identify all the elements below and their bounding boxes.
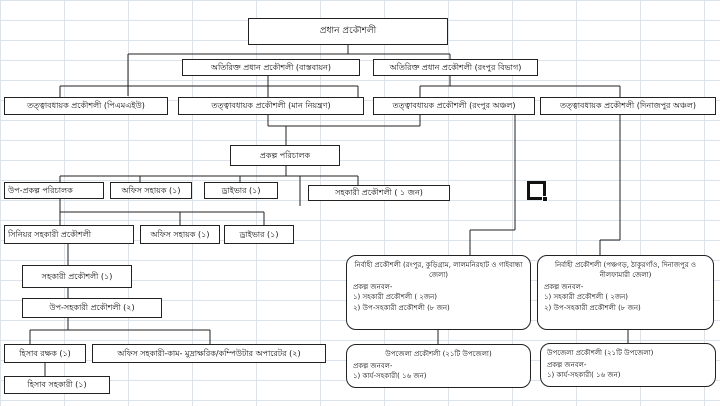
assistant-engineer-1-box: সহকারী প্রকৌশলী ( ১ জন) — [308, 185, 450, 201]
project-director-box: প্রকল্প পরিচালক — [230, 145, 340, 166]
driver-2-label: ড্রাইভার (১) — [239, 229, 279, 239]
exec-engineer-dinajpur-title: নির্বাহী প্রকৌশলী (পঞ্চগড়, ঠাকুরগাঁও, দ… — [554, 261, 697, 280]
se-dinajpur-box: তত্ত্বাবধায়ক প্রকৌশলী (দিনাজপুর অঞ্চল) — [540, 97, 716, 115]
assistant-engineer-2-label: সহকারী প্রকৌশলী (১) — [41, 271, 113, 281]
accountant-box: হিসাব রক্ষক (১) — [4, 344, 86, 363]
office-staff-label: অফিস সহকারী-কাম- মুদ্রাক্ষরিক/কম্পিউটার … — [117, 348, 301, 358]
fill-handle[interactable] — [542, 196, 548, 202]
exec-engineer-rangpur-staff-heading: প্রকল্প জনবল- — [353, 283, 393, 292]
exec-engineer-dinajpur-box: নির্বাহী প্রকৌশলী (পঞ্চগড়, ঠাকুরগাঁও, দ… — [537, 255, 714, 330]
chief-engineer-box: প্রধান প্রকৌশলী — [248, 18, 448, 45]
exec-engineer-rangpur-item-1: ১) সহকারী প্রকৌশলী ( ২জন) — [353, 293, 438, 302]
office-assistant-1-label: অফিস সহায়ক (১) — [121, 185, 181, 195]
upazila-engineer-rangpur-title: উপজেলা প্রকৌশলী (২১টি উপজেলা) — [385, 350, 492, 358]
exec-engineer-dinajpur-item-2: ২) উপ-সহকারী প্রকৌশলী (৮ জন) — [544, 303, 641, 312]
se-rangpur-label: তত্ত্বাবধায়ক প্রকৌশলী (রংপুর অঞ্চল) — [392, 101, 516, 111]
deputy-project-director-box: উপ-প্রকল্প পরিচালক — [4, 182, 104, 199]
exec-engineer-rangpur-item-2: ২) উপ-সহকারী প্রকৌশলী (৮ জন) — [353, 303, 450, 312]
accountant-label: হিসাব রক্ষক (১) — [19, 348, 71, 358]
upazila-engineer-dinajpur-item-1: ১) কার্য-সহকারী( ১৬ জন) — [547, 371, 621, 380]
exec-engineer-rangpur-title: নির্বাহী প্রকৌশলী (রংপুর, কুড়িগ্রাম, লা… — [354, 261, 523, 280]
sub-assistant-engineer-box: উপ-সহকারী প্রকৌশলী (২) — [22, 298, 162, 318]
upazila-engineer-rangpur-box: উপজেলা প্রকৌশলী (২১টি উপজেলা) প্রকল্প জন… — [346, 344, 531, 388]
senior-assistant-engineer-box: সিনিয়র সহকারী প্রকৌশলী — [4, 225, 134, 244]
upazila-engineer-rangpur-staff-heading: প্রকল্প জনবল- — [353, 362, 393, 371]
se-rangpur-box: তত্ত্বাবধায়ক প্রকৌশলী (রংপুর অঞ্চল) — [373, 97, 535, 115]
addl-chief-implementation-label: অতিরিক্ত প্রধান প্রকৌশলী (বাস্তবায়ন) — [211, 62, 331, 72]
office-assistant-1-box: অফিস সহায়ক (১) — [110, 182, 192, 199]
driver-2-box: ড্রাইভার (১) — [224, 225, 294, 244]
driver-1-label: ড্রাইভার (১) — [221, 185, 261, 195]
exec-engineer-rangpur-box: নির্বাহী প্রকৌশলী (রংপুর, কুড়িগ্রাম, লা… — [346, 255, 531, 330]
chief-engineer-label: প্রধান প্রকৌশলী — [319, 26, 377, 37]
accounts-assistant-box: হিসাব সহকারী (১) — [4, 376, 110, 394]
office-assistant-2-label: অফিস সহায়ক (১) — [150, 229, 210, 239]
addl-chief-implementation-box: অতিরিক্ত প্রধান প্রকৌশলী (বাস্তবায়ন) — [182, 59, 360, 76]
se-dinajpur-label: তত্ত্বাবধায়ক প্রকৌশলী (দিনাজপুর অঞ্চল) — [560, 101, 696, 111]
exec-engineer-dinajpur-item-1: ১) সহকারী প্রকৌশলী ( ২জন) — [544, 293, 629, 302]
upazila-engineer-dinajpur-staff-heading: প্রকল্প জনবল- — [547, 361, 587, 370]
se-quality-label: তত্ত্বাবধায়ক প্রকৌশলী (মান নিয়ন্ত্রণ) — [211, 101, 331, 111]
office-assistant-2-box: অফিস সহায়ক (১) — [140, 225, 220, 244]
se-pmu-label: তত্ত্বাবধায়ক প্রকৌশলী (পিএমএইউ) — [27, 101, 145, 111]
driver-1-box: ড্রাইভার (১) — [204, 182, 278, 199]
assistant-engineer-1-label: সহকারী প্রকৌশলী ( ১ জন) — [335, 188, 423, 198]
assistant-engineer-2-box: সহকারী প্রকৌশলী (১) — [22, 265, 132, 288]
office-staff-box: অফিস সহকারী-কাম- মুদ্রাক্ষরিক/কম্পিউটার … — [92, 344, 326, 363]
upazila-engineer-rangpur-item-1: ১) কার্য-সহকারী( ১৬ জন) — [353, 372, 427, 381]
senior-assistant-engineer-label: সিনিয়র সহকারী প্রকৌশলী — [8, 229, 91, 239]
upazila-engineer-dinajpur-box: উপজেলা প্রকৌশলী (২১টি উপজেলা) প্রকল্প জন… — [540, 343, 716, 387]
accounts-assistant-label: হিসাব সহকারী (১) — [27, 380, 87, 390]
se-quality-box: তত্ত্বাবধায়ক প্রকৌশলী (মান নিয়ন্ত্রণ) — [178, 97, 364, 115]
addl-chief-rangpur-label: অতিরিক্ত প্রধান প্রকৌশলী (রংপুর বিভাগ) — [389, 62, 522, 72]
selected-cell-cursor[interactable] — [527, 181, 548, 202]
deputy-project-director-label: উপ-প্রকল্প পরিচালক — [8, 185, 73, 195]
sub-assistant-engineer-label: উপ-সহকারী প্রকৌশলী (২) — [49, 303, 135, 313]
upazila-engineer-dinajpur-title: উপজেলা প্রকৌশলী (২১টি উপজেলা) — [547, 349, 654, 357]
addl-chief-rangpur-box: অতিরিক্ত প্রধান প্রকৌশলী (রংপুর বিভাগ) — [373, 59, 538, 76]
exec-engineer-dinajpur-staff-heading: প্রকল্প জনবল- — [544, 283, 584, 292]
project-director-label: প্রকল্প পরিচালক — [259, 150, 311, 160]
se-pmu-box: তত্ত্বাবধায়ক প্রকৌশলী (পিএমএইউ) — [4, 97, 168, 115]
